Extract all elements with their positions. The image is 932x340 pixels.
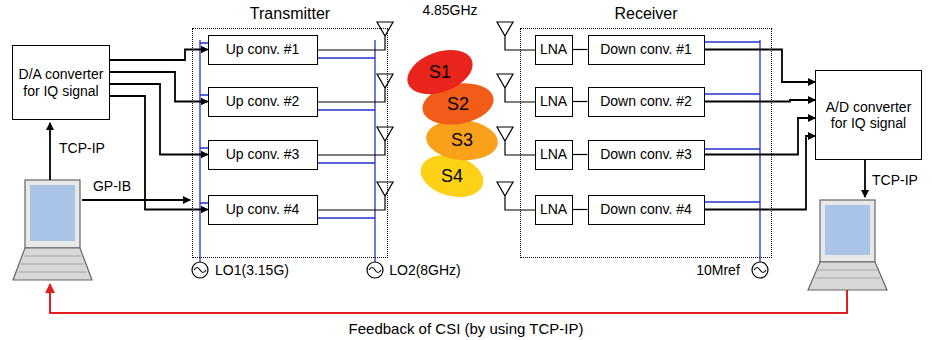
process-box: LNA <box>535 140 573 170</box>
oscillator-label: LO2(8GHz) <box>389 262 461 279</box>
box-label: Up conv. #3 <box>226 146 300 162</box>
process-box: Up conv. #3 <box>208 140 318 170</box>
group-heading: Receiver <box>521 5 771 23</box>
process-box: Up conv. #2 <box>208 87 318 117</box>
process-box: Up conv. #1 <box>208 35 318 65</box>
stream-label: S4 <box>441 166 463 186</box>
box-label: Down conv. #4 <box>600 201 692 217</box>
process-box: Up conv. #4 <box>208 195 318 225</box>
interface-label: TCP-IP <box>872 172 918 189</box>
reference-label: 10Mref <box>696 262 740 279</box>
feedback-label: Feedback of CSI (by using TCP-IP) <box>349 320 584 337</box>
signal-line <box>573 101 588 102</box>
laptop-icon <box>808 200 887 290</box>
signal-arrow <box>705 136 816 210</box>
process-box: D/A converter for IQ signal <box>12 45 110 120</box>
feedback-arrow <box>50 284 847 313</box>
beam-pattern <box>401 42 499 204</box>
signal-line <box>573 154 588 155</box>
oscillator-label: LO1(3.15G) <box>215 262 289 279</box>
box-label: Down conv. #2 <box>600 93 692 109</box>
stream-label: S3 <box>451 130 473 150</box>
box-label: Down conv. #1 <box>600 41 692 57</box>
box-label: LNA <box>540 201 567 217</box>
box-label: A/D converter for IQ signal <box>820 99 917 131</box>
signal-arrow <box>705 118 816 155</box>
process-box: LNA <box>535 195 573 225</box>
laptop-icon <box>13 180 92 280</box>
stream-label: S2 <box>447 94 469 114</box>
lo-wiring <box>200 40 760 262</box>
process-box: A/D converter for IQ signal <box>815 70 922 160</box>
signal-arrow <box>705 100 816 102</box>
signal-arrow <box>705 50 816 83</box>
process-box: Down conv. #4 <box>588 195 705 225</box>
box-label: D/A converter for IQ signal <box>17 66 105 98</box>
stream-label: S1 <box>429 62 451 82</box>
process-box: Down conv. #1 <box>588 35 705 65</box>
process-box: Down conv. #3 <box>588 140 705 170</box>
group-heading: Transmitter <box>193 5 387 23</box>
process-box: LNA <box>535 35 573 65</box>
box-label: LNA <box>540 146 567 162</box>
box-label: LNA <box>540 93 567 109</box>
link-arrow <box>50 123 865 200</box>
system-enclosure: TransmitterUp conv. #1Up conv. #2Up conv… <box>192 28 388 258</box>
signal-line <box>573 209 588 210</box>
interface-label: GP-IB <box>93 178 131 195</box>
signal-line <box>573 49 588 50</box>
box-label: LNA <box>540 41 567 57</box>
box-label: Up conv. #4 <box>226 201 300 217</box>
frequency-label: 4.85GHz <box>422 2 477 19</box>
interface-label: TCP-IP <box>59 140 105 157</box>
box-label: Up conv. #1 <box>226 41 300 57</box>
oscillator-symbol <box>192 262 768 278</box>
process-box: LNA <box>535 87 573 117</box>
process-box: Down conv. #2 <box>588 87 705 117</box>
system-enclosure: ReceiverLNADown conv. #1LNADown conv. #2… <box>520 28 772 258</box>
box-label: Up conv. #2 <box>226 93 300 109</box>
box-label: Down conv. #3 <box>600 146 692 162</box>
antenna-symbol <box>318 22 535 210</box>
